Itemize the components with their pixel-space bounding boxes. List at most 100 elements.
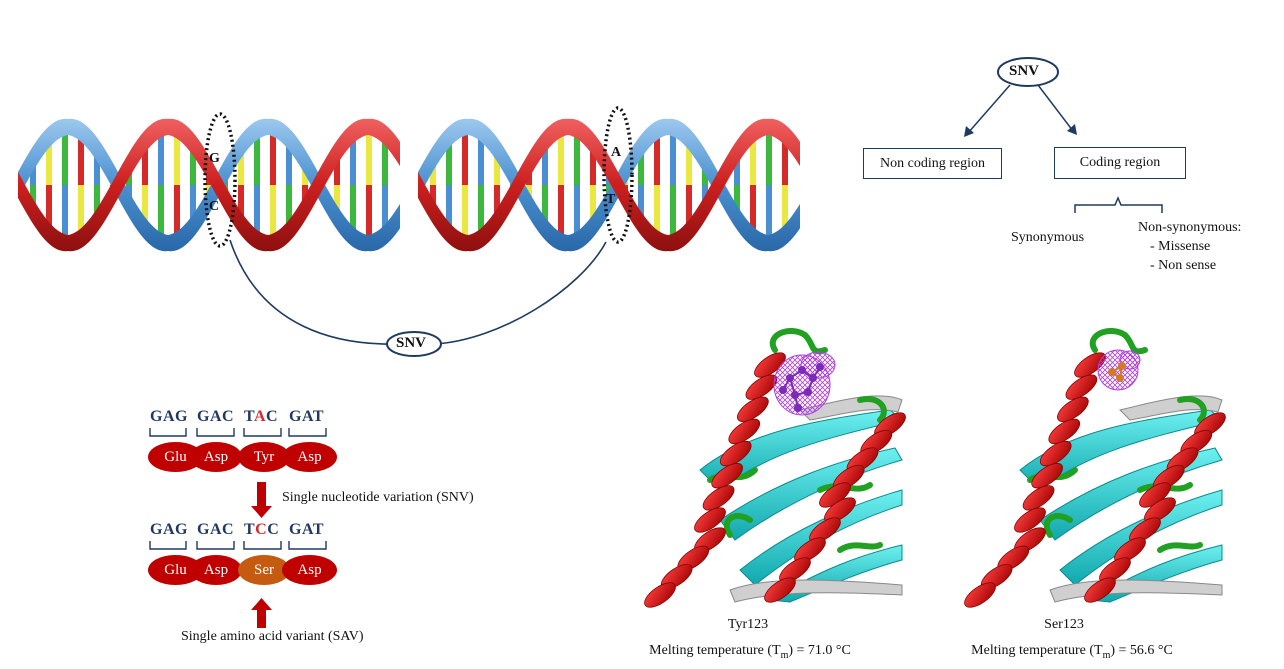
base-rung — [142, 185, 148, 225]
codon-base: GAG — [150, 408, 188, 425]
codon-base: GAG — [150, 521, 188, 538]
base-rung — [142, 145, 148, 185]
amino-acid-asp: Asp — [282, 555, 337, 585]
base-rung — [78, 185, 84, 241]
tree-root-oval — [997, 57, 1059, 87]
base-rung — [574, 185, 580, 242]
base-rung — [670, 127, 676, 185]
alpha-helix-turn — [1022, 485, 1055, 511]
loop — [1177, 396, 1207, 423]
amino-acid-asp: Asp — [190, 555, 242, 585]
codon-bracket — [243, 428, 282, 437]
base-rung — [286, 136, 292, 185]
snv-arrow — [251, 482, 272, 518]
tree-brace — [1074, 196, 1163, 213]
codon: GAC — [197, 521, 234, 539]
base-rung — [430, 163, 436, 185]
coil-grey — [729, 579, 903, 603]
dna-strand — [18, 118, 400, 252]
base-rung — [574, 128, 580, 185]
codon: TAC — [244, 408, 278, 426]
snv-link-label: SNV — [396, 335, 427, 351]
alpha-helix-turn — [711, 463, 743, 489]
base-rung — [30, 163, 36, 185]
base-rung — [254, 132, 260, 185]
base-rung — [638, 185, 644, 220]
synonymous-label: Synonymous — [1011, 230, 1085, 245]
base-rung — [686, 185, 692, 234]
base-rung — [478, 129, 484, 185]
base-rung — [734, 157, 740, 185]
codon-base: T — [244, 521, 256, 538]
snv-caption: Single nucleotide variation (SNV) — [282, 490, 474, 505]
base-rung — [382, 132, 388, 185]
codon-bracket — [288, 541, 327, 550]
amino-acid-tyr: Tyr — [238, 442, 290, 472]
base-rung — [542, 185, 548, 225]
tm-subscript: m — [1102, 649, 1111, 661]
dna-helix-right — [418, 118, 800, 252]
dna-right-bottom-base: T — [606, 192, 616, 207]
base-rung — [334, 185, 340, 213]
base-rung — [270, 127, 276, 185]
alpha-helix-turn — [694, 507, 726, 533]
loop — [769, 328, 828, 355]
base-rung — [686, 136, 692, 185]
base-rung — [174, 185, 180, 242]
base-rung — [782, 132, 788, 185]
tm-prefix: Melting temperature (T — [971, 643, 1103, 658]
base-rung — [174, 128, 180, 185]
base-rung — [654, 185, 660, 238]
base-rung — [158, 129, 164, 185]
loop — [1043, 513, 1073, 538]
tm-value: ) = 56.6 °C — [1110, 643, 1173, 658]
protein-structure-tyr123 — [644, 328, 906, 608]
snv-link-oval — [386, 331, 442, 357]
base-rung — [670, 185, 676, 243]
tree-arrow-coding — [1037, 84, 1074, 132]
loop — [1157, 542, 1203, 553]
amino-acid-asp: Asp — [282, 442, 337, 472]
non-coding-region-box: Non coding region — [863, 148, 1002, 179]
tm-value: ) = 71.0 °C — [788, 643, 851, 658]
alpha-helix-turn — [728, 418, 761, 445]
base-rung — [158, 185, 164, 241]
dna-strand — [18, 118, 400, 252]
codon-base: GAC — [197, 521, 235, 538]
codon: GAG — [150, 408, 188, 426]
tm-subscript: m — [780, 649, 789, 661]
structure-2-melting-temperature: Melting temperature (Tm) = 56.6 °C — [952, 643, 1192, 661]
codon: GAT — [289, 408, 324, 426]
codon: GAC — [197, 408, 234, 426]
dna-left-bottom-base: C — [209, 199, 220, 214]
codon-base: C — [266, 408, 279, 425]
snv-link-curve — [229, 239, 607, 345]
codon-bracket — [196, 541, 235, 550]
codon-bracket — [149, 428, 187, 437]
base-rung — [766, 127, 772, 185]
alpha-helix-turn — [737, 396, 769, 422]
nonsense-label: - Non sense — [1150, 258, 1217, 273]
coil-grey — [1049, 579, 1223, 603]
codon-base: GAT — [289, 521, 324, 538]
missense-label: - Missense — [1150, 239, 1211, 254]
codon-brackets — [149, 428, 327, 550]
base-pair-highlight-left — [203, 112, 237, 248]
base-rung — [254, 185, 260, 238]
base-rung — [782, 185, 788, 238]
structure-1-melting-temperature: Melting temperature (Tm) = 71.0 °C — [630, 643, 870, 661]
structure-2-residue: Ser123 — [1044, 617, 1084, 632]
loop — [723, 513, 753, 538]
base-rung — [270, 185, 276, 243]
codon: GAT — [289, 521, 324, 539]
base-rung — [78, 129, 84, 185]
codon: GAG — [150, 521, 188, 539]
base-rung — [350, 185, 356, 234]
loop — [1089, 328, 1148, 355]
alpha-helix-turn — [754, 352, 786, 378]
base-rung — [478, 185, 484, 241]
mutated-base: C — [255, 521, 268, 538]
loop — [857, 396, 887, 423]
coding-region-box: Coding region — [1054, 147, 1186, 179]
